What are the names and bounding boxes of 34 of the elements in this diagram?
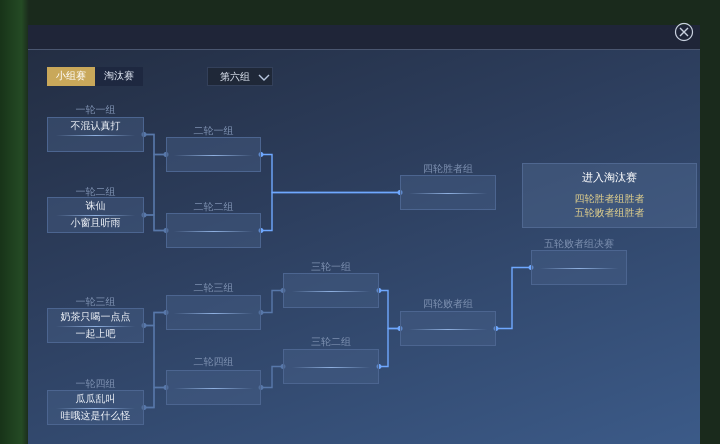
round-title: 三轮一组 [310, 261, 352, 274]
player-name: 一起上吧 [74, 328, 116, 342]
bracket-line [376, 326, 402, 369]
tab: 淘汰赛 [95, 67, 143, 86]
bracket-line [142, 212, 168, 233]
round-title: 二轮四组 [192, 356, 234, 369]
bracket-line [142, 385, 168, 410]
group-dropdown: 第六组 [207, 67, 273, 86]
player-name: 诛仙 [84, 200, 106, 214]
panel-text: 四轮胜者组胜者 [574, 192, 646, 206]
tab: 小组赛 [47, 67, 95, 86]
player-name: 哇哦这是什么怪 [60, 410, 132, 424]
round-title: 二轮三组 [192, 282, 234, 295]
bracket-line [258, 364, 286, 390]
round-title: 二轮二组 [192, 201, 234, 214]
info-panel [522, 163, 697, 228]
round-title: 五轮败者组决赛 [543, 238, 615, 251]
bracket-line [258, 288, 286, 315]
panel-heading: 进入淘汰赛 [581, 170, 638, 185]
bracket-line [494, 265, 534, 331]
player-name: 瓜瓜乱叫 [74, 392, 116, 407]
round-title: 四轮败者组 [422, 298, 474, 311]
player-name: 不混认真打 [70, 120, 122, 134]
round-title: 二轮一组 [192, 125, 234, 138]
round-title: 一轮三组 [74, 296, 116, 309]
bracket-line [258, 190, 402, 233]
round-title: 一轮一组 [74, 104, 116, 117]
player-name: 奶茶只喝一点点 [60, 310, 132, 325]
round-title: 三轮二组 [310, 336, 352, 349]
player-name: 小窗且听雨 [70, 216, 122, 231]
panel-text: 五轮败者组胜者 [574, 206, 646, 220]
round-title: 一轮二组 [74, 186, 116, 199]
round-title: 四轮胜者组 [422, 162, 474, 176]
round-title: 一轮四组 [74, 378, 116, 391]
